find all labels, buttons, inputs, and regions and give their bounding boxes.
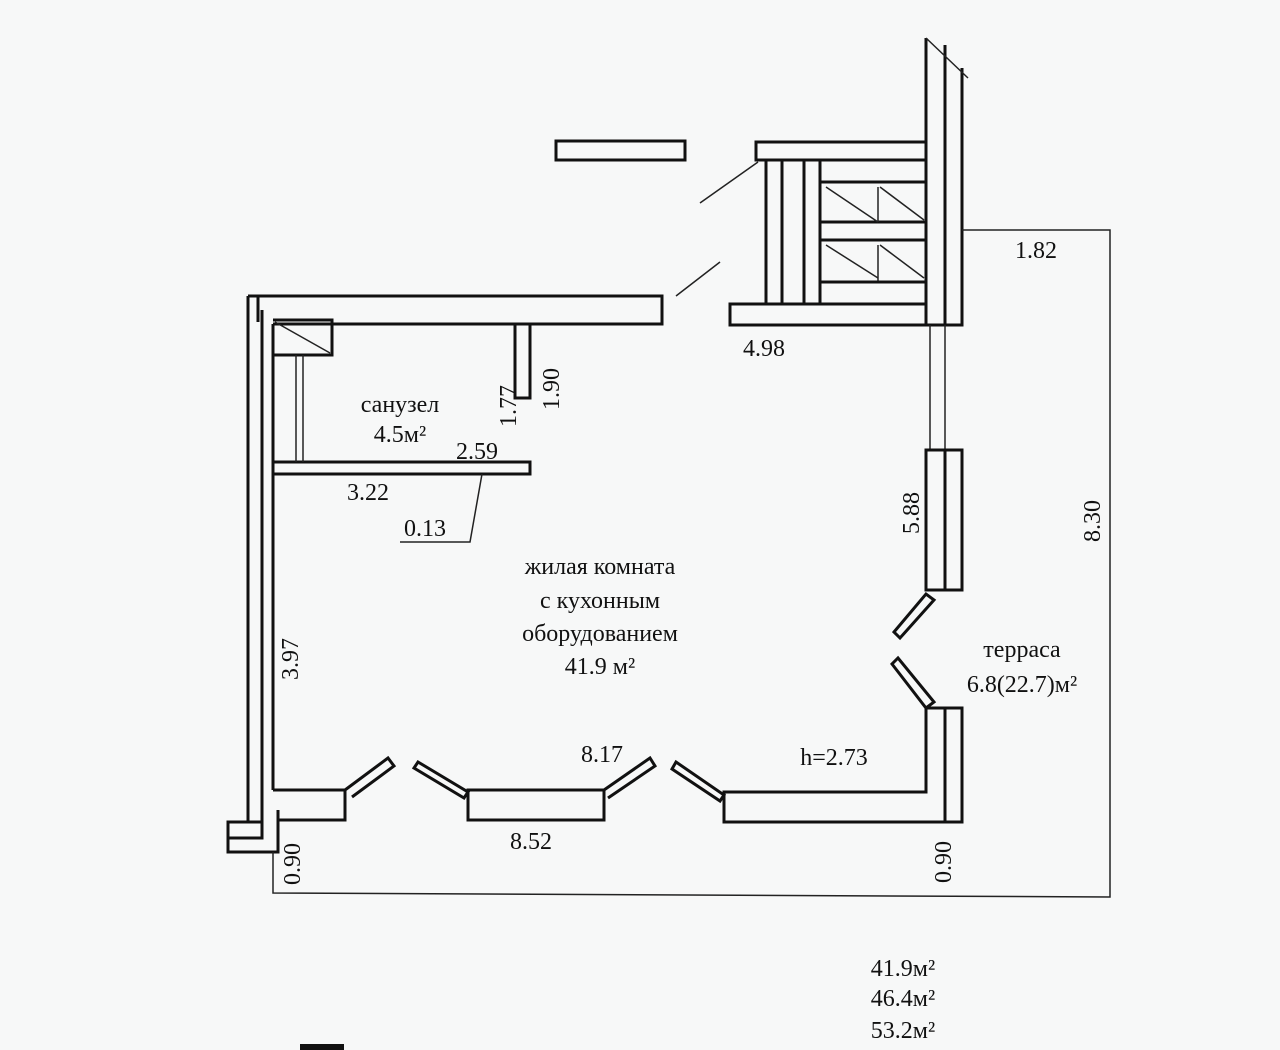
living-room-name-line3: оборудованием — [522, 621, 678, 647]
dimension-lines — [272, 229, 1111, 898]
windows — [344, 591, 937, 822]
wall-segment — [554, 139, 687, 162]
dimension-label: 0.90 — [280, 843, 306, 885]
stairwell — [675, 37, 969, 327]
dimension-label: 3.22 — [347, 480, 389, 506]
terrace-area: 6.8(22.7)м² — [967, 672, 1077, 698]
dimension-label: 0.13 — [404, 516, 446, 542]
living-room-name-line1: жилая комната — [524, 554, 676, 580]
area-summary-with-terrace: 53.2м² — [871, 1018, 935, 1044]
dimension-label: 5.88 — [899, 492, 925, 534]
dimension-label: 1.82 — [1015, 238, 1057, 264]
bathroom-name: санузел — [361, 392, 440, 418]
bathroom-area: 4.5м² — [374, 422, 426, 448]
dimension-label: 2.59 — [456, 439, 498, 465]
dimension-label: 1.77 — [496, 385, 522, 427]
page-edge-mark — [300, 1044, 344, 1050]
area-summary-living: 41.9м² — [871, 956, 935, 982]
right-walls — [722, 325, 964, 824]
terrace-name: терраса — [983, 637, 1061, 663]
area-summary-total: 46.4м² — [871, 986, 935, 1012]
dimension-label: 8.30 — [1080, 500, 1106, 542]
ceiling-height: h=2.73 — [800, 745, 868, 771]
living-room-area: 41.9 м² — [565, 654, 635, 680]
dimension-label: 8.17 — [581, 742, 623, 768]
dimension-label: 1.90 — [539, 368, 565, 410]
dimension-label: 8.52 — [510, 829, 552, 855]
living-room-name-line2: с кухонным — [540, 588, 660, 614]
outer-walls — [226, 294, 664, 854]
dimension-label: 4.98 — [743, 336, 785, 362]
dimension-label: 3.97 — [278, 638, 304, 680]
dimension-label: 0.90 — [931, 841, 957, 883]
